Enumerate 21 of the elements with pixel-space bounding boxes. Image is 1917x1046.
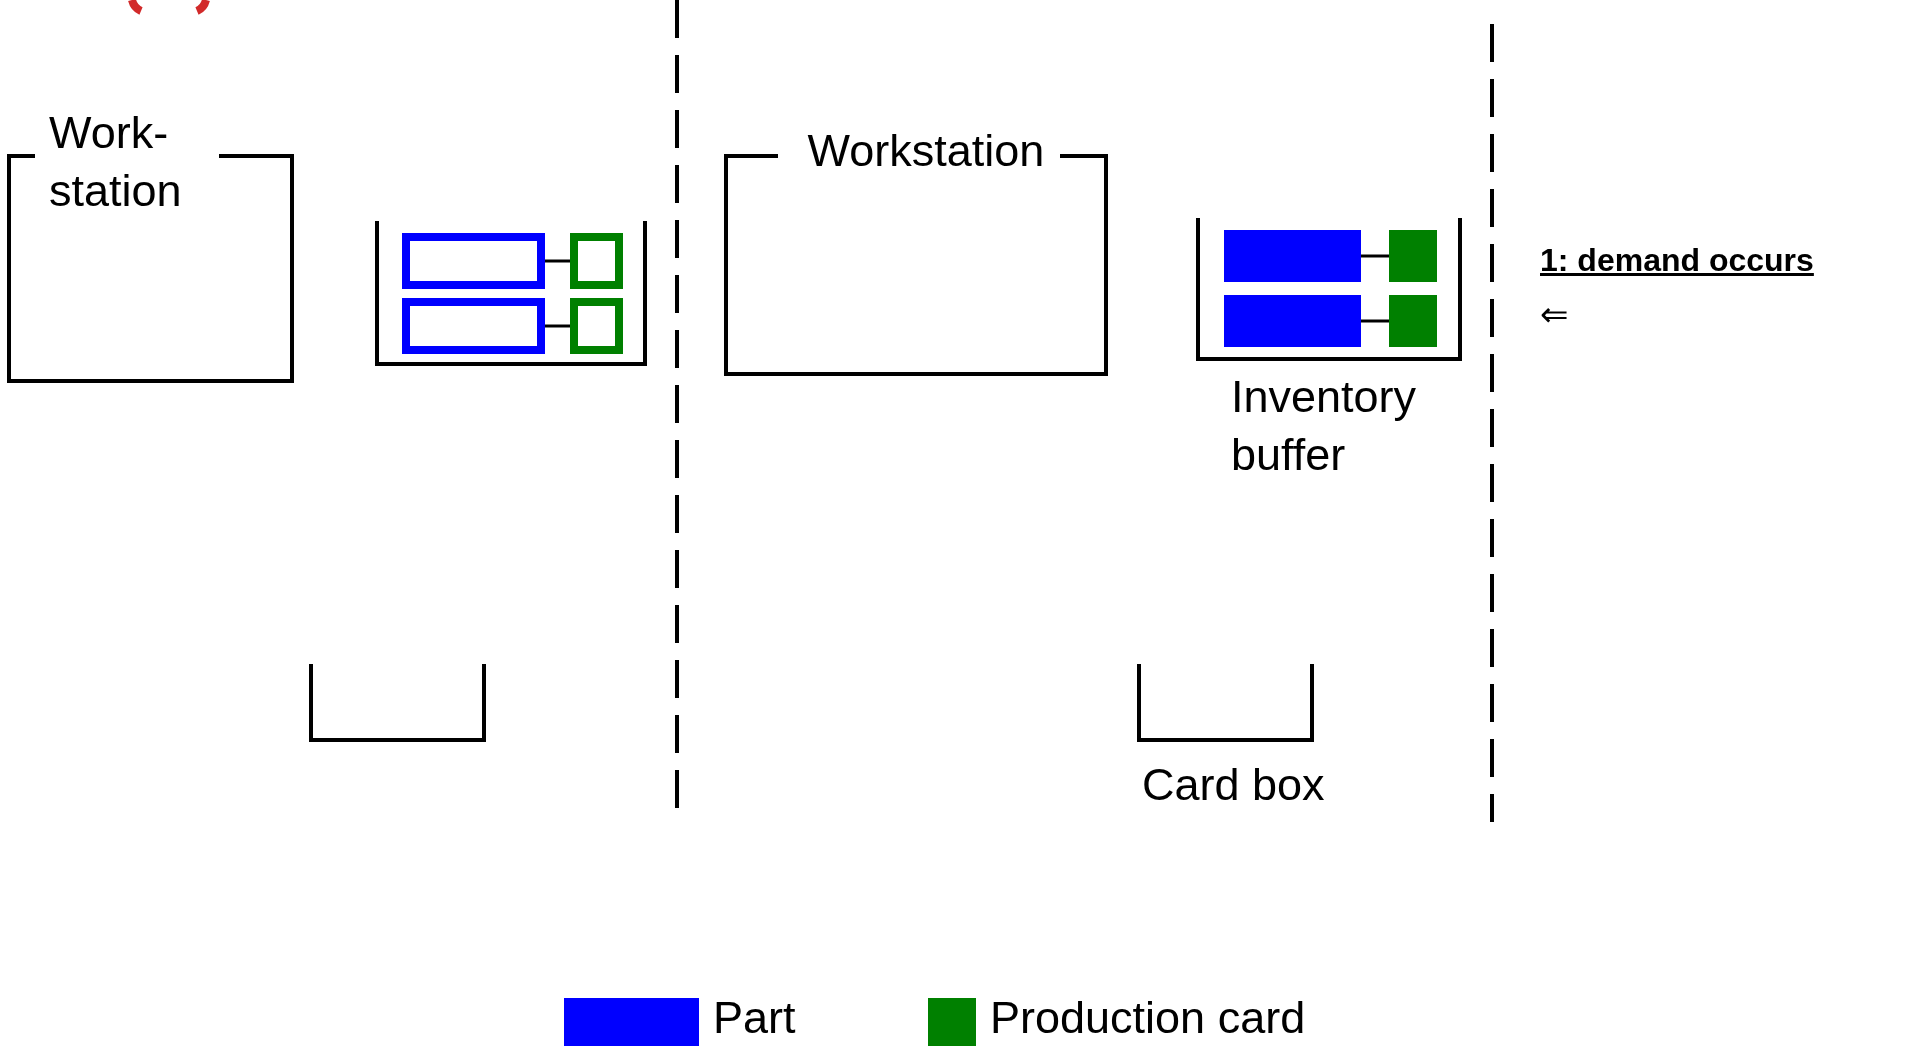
production-card xyxy=(1389,230,1437,282)
production-card xyxy=(570,298,623,354)
workstation-label: Work- station xyxy=(49,106,183,218)
production-card xyxy=(1389,295,1437,347)
legend-label: Production card xyxy=(990,991,1306,1045)
connector-line xyxy=(545,324,570,328)
direction-arrow: ⇐ xyxy=(1540,294,1568,334)
part-rectangle xyxy=(1224,295,1361,347)
production-card xyxy=(570,233,623,289)
connector-line xyxy=(1361,254,1389,258)
step-note: 1: demand occurs xyxy=(1540,242,1814,279)
card-box-label: Card box xyxy=(1142,758,1326,812)
part-rectangle xyxy=(402,233,545,289)
connector-line xyxy=(545,259,570,263)
part-rectangle xyxy=(402,298,545,354)
buffer-label: Inventory buffer xyxy=(1231,370,1418,482)
card-box-tray xyxy=(309,664,486,742)
part-rectangle xyxy=(1224,230,1361,282)
buffer-tray xyxy=(375,221,647,366)
connector-line xyxy=(1361,319,1389,323)
legend-label: Part xyxy=(713,991,796,1045)
